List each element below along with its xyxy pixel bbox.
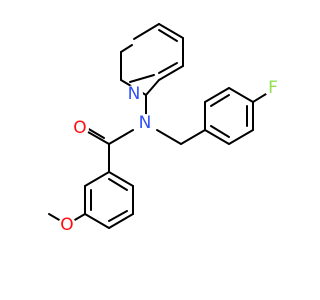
carbonyl-oxygen-label: O xyxy=(73,118,86,138)
bond xyxy=(48,213,62,222)
amide-core xyxy=(86,94,206,173)
bond xyxy=(108,129,134,145)
molecule-canvas: O N N F O xyxy=(48,23,282,235)
methoxy-oxygen-label: O xyxy=(60,215,73,235)
bond xyxy=(228,129,254,145)
bond xyxy=(72,213,86,222)
bond xyxy=(228,87,254,103)
bond xyxy=(156,129,182,145)
bond xyxy=(204,129,230,145)
bond xyxy=(108,171,134,187)
bond xyxy=(133,23,160,40)
methoxyphenyl-ring xyxy=(48,171,134,229)
bond xyxy=(120,44,133,53)
pyridine-ring xyxy=(120,23,184,96)
fluorine-label: F xyxy=(268,78,278,98)
bond xyxy=(210,125,230,138)
bond xyxy=(158,62,178,74)
label-background xyxy=(71,119,89,137)
bond xyxy=(158,23,184,39)
bond xyxy=(129,74,155,83)
pyridine-nitrogen-label: N xyxy=(128,84,141,104)
bond xyxy=(87,131,110,145)
label-background xyxy=(264,79,282,97)
bond xyxy=(108,213,134,229)
label-background xyxy=(125,85,143,103)
fluorophenyl-ring xyxy=(204,87,267,145)
label-background xyxy=(58,216,76,234)
atom-labels: O N N F O xyxy=(58,78,282,235)
bond xyxy=(108,210,128,222)
bond xyxy=(210,94,230,107)
bond xyxy=(145,79,160,96)
amide-nitrogen-label: N xyxy=(139,113,152,133)
bond xyxy=(158,29,178,42)
bond xyxy=(86,127,105,139)
bond xyxy=(108,178,128,191)
label-background xyxy=(136,114,154,132)
bond xyxy=(158,65,184,81)
bond xyxy=(252,93,267,103)
bond xyxy=(180,129,206,145)
bond xyxy=(84,171,110,187)
structure-diagram: O N N F O xyxy=(48,23,282,235)
bond xyxy=(84,213,110,229)
bond xyxy=(204,87,230,103)
